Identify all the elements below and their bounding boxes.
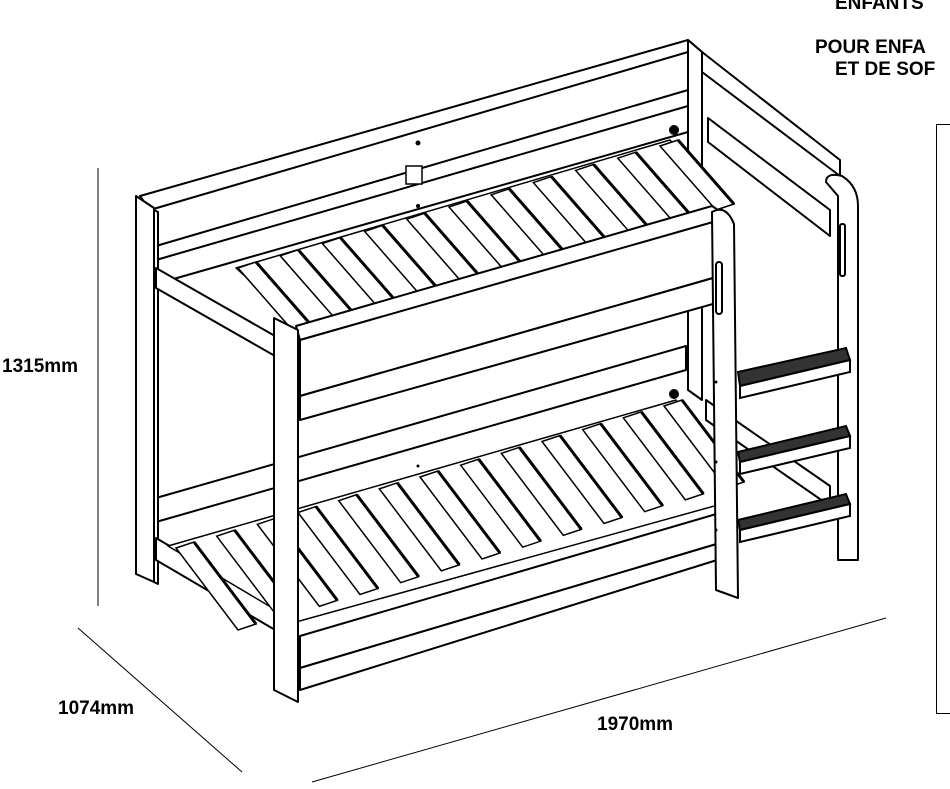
width-dimension-line xyxy=(311,617,887,783)
bed-slat-edge xyxy=(381,224,440,291)
post-slot-right xyxy=(839,223,846,277)
left-back-post xyxy=(135,195,155,583)
bed-slat-edge xyxy=(254,261,314,327)
ladder-step-2-face xyxy=(739,434,851,476)
center-bracket xyxy=(405,165,423,185)
bed-slat-edge xyxy=(423,212,482,279)
dimension-lines xyxy=(77,168,887,783)
width-label: 1970mm xyxy=(597,714,674,735)
bed-slat-edge xyxy=(592,163,651,230)
bed-slat-edge xyxy=(477,458,542,543)
bolt-hole xyxy=(416,204,420,208)
bed-slat-edge xyxy=(314,505,380,590)
bolt-hole xyxy=(669,125,679,135)
bed-slat-edge xyxy=(676,139,736,205)
right-end-upper-panel xyxy=(707,117,831,237)
bolt-hole xyxy=(714,380,718,384)
bed-slat-edge xyxy=(396,481,461,566)
bed-slat-edge xyxy=(465,200,525,266)
bed-slat-edge xyxy=(355,493,420,578)
ladder-step-3-face xyxy=(739,502,851,544)
left-inner-post xyxy=(153,209,159,585)
bolt-hole xyxy=(415,140,421,146)
post-slot-front xyxy=(715,261,723,315)
front-frame xyxy=(273,205,739,703)
depth-dimension-line xyxy=(77,627,243,773)
ladder-step-1-face xyxy=(739,358,851,400)
bolt-hole xyxy=(416,464,420,468)
bed-slat-edge xyxy=(558,434,624,519)
header-line-3: ET DE SOF xyxy=(835,59,936,80)
bolt-hole xyxy=(669,389,679,399)
front-left-post xyxy=(273,317,299,703)
header-line-1: ENFANTS xyxy=(835,0,924,14)
bed-slat-edge xyxy=(339,236,398,303)
right-end-top-rail xyxy=(701,51,841,177)
bed-slat-edge xyxy=(508,187,567,254)
bed-slat-edge xyxy=(192,541,258,625)
bed-slat-edge xyxy=(599,422,664,507)
ladder xyxy=(715,223,852,544)
bed-slat-edge xyxy=(634,151,693,218)
height-label: 1315mm xyxy=(2,356,79,377)
side-panel-frame xyxy=(936,124,950,714)
header-line-2: POUR ENFA xyxy=(815,37,926,58)
bolt-hole xyxy=(714,460,718,464)
depth-label: 1074mm xyxy=(58,698,135,719)
bed-slat-edge xyxy=(550,175,609,242)
bolt-holes xyxy=(415,125,718,532)
bed-slat-edge xyxy=(297,248,356,315)
bolt-hole xyxy=(714,528,718,532)
bed-slat-edge xyxy=(518,446,583,531)
bed-slat-edge xyxy=(640,410,705,495)
upper-slat-group xyxy=(236,139,736,333)
bed-slat-edge xyxy=(436,470,502,554)
